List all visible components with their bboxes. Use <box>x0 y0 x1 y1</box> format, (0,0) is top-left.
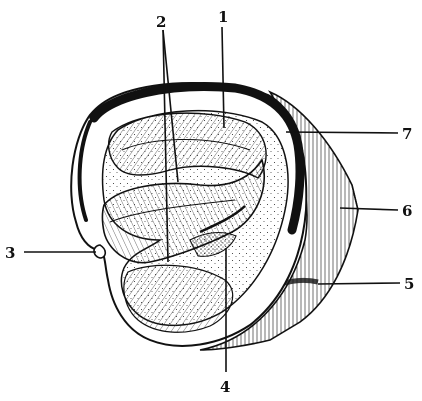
label-4: 4 <box>220 378 230 396</box>
lower-lobe <box>124 265 233 332</box>
label-5: 5 <box>404 275 414 293</box>
label-3: 3 <box>5 244 15 262</box>
leader-line-5 <box>318 283 400 284</box>
label-6: 6 <box>402 202 412 220</box>
label-1: 1 <box>218 8 228 26</box>
label-2: 2 <box>156 13 166 31</box>
label-7: 7 <box>402 125 412 143</box>
leader-line-7 <box>286 132 398 133</box>
